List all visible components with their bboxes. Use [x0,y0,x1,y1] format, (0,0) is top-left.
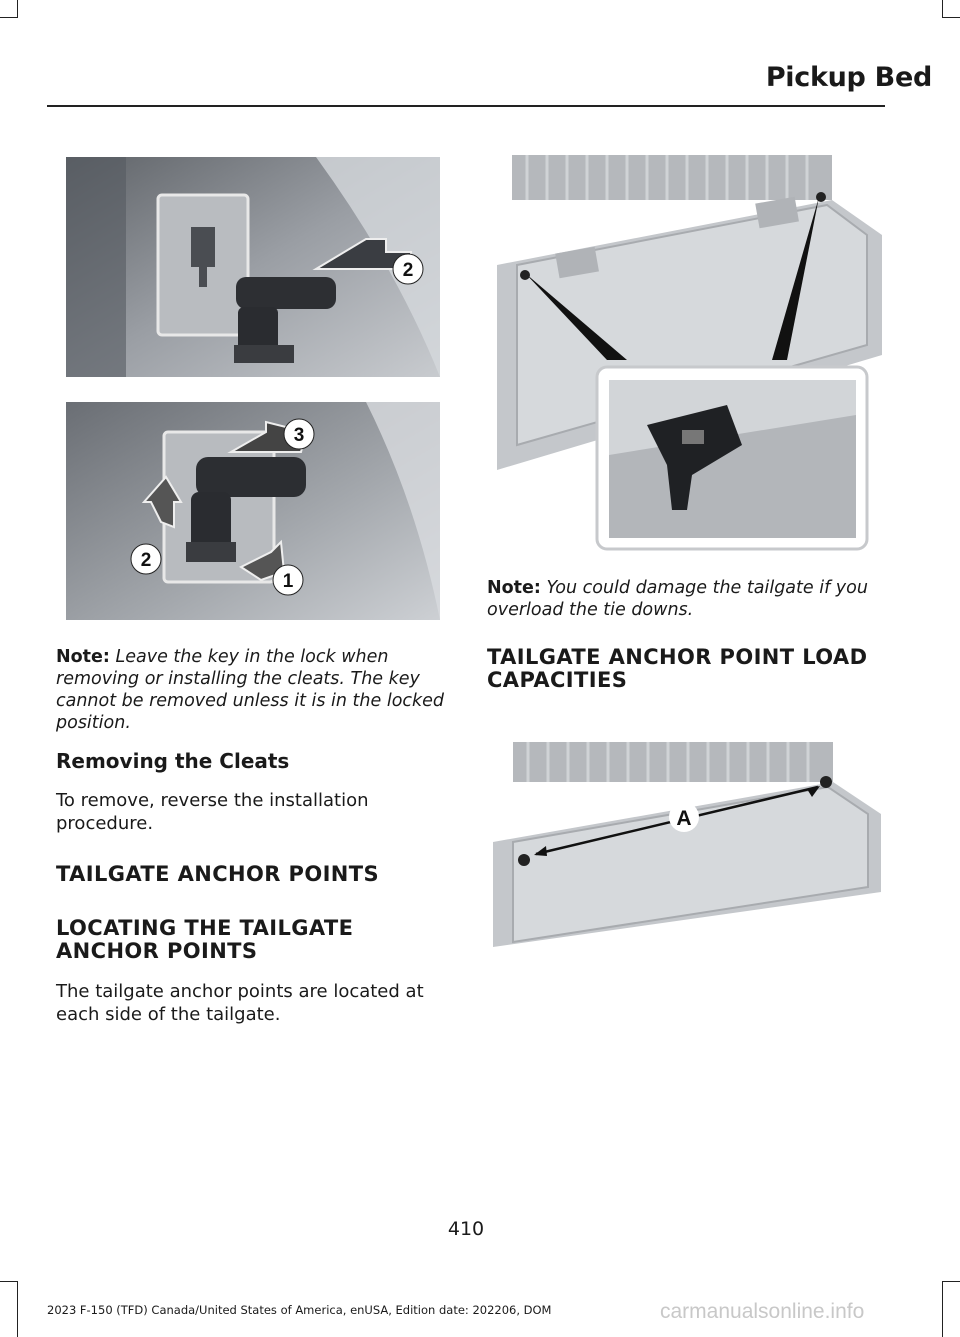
note-tie-downs: Note: You could damage the tailgate if y… [487,577,885,621]
callout-label: 1 [283,571,294,592]
watermark: carmanualsonline.info [660,1300,865,1323]
crop-mark [942,1281,943,1337]
crop-mark [17,1281,18,1337]
tailgate-load-figure: A [488,742,883,947]
note-label: Note: [487,578,541,598]
edition-footer: 2023 F-150 (TFD) Canada/United States of… [47,1303,552,1317]
tailgate-anchor-points-heading: TAILGATE ANCHOR POINTS [56,862,380,886]
page-title: Pickup Bed [765,62,932,93]
callout-label: 3 [294,425,305,446]
callout-label: A [676,807,691,830]
locating-anchor-points-text: The tailgate anchor points are located a… [56,981,424,1025]
tailgate-anchor-figure [487,155,883,555]
page-number: 410 [447,1218,485,1240]
crop-mark [942,1281,960,1282]
removing-cleats-heading: Removing the Cleats [56,749,290,773]
header-rule [47,105,885,107]
note-label: Note: [56,647,110,667]
crop-mark [942,0,943,18]
locating-anchor-points-heading: LOCATING THE TAILGATE ANCHOR POINTS [56,916,354,963]
cleat-install-figure: 2 [66,157,440,377]
cleat-remove-figure: 3 2 1 [66,402,440,620]
note-text: Leave the key in the lock when removing … [56,647,445,733]
note-key-lock: Note: Leave the key in the lock when rem… [56,646,448,734]
load-capacities-heading: TAILGATE ANCHOR POINT LOAD CAPACITIES [487,645,868,692]
crop-mark [0,17,18,18]
crop-mark [942,17,960,18]
crop-mark [0,1281,18,1282]
removing-cleats-text: To remove, reverse the installation proc… [56,790,369,834]
note-text: You could damage the tailgate if you ove… [487,578,868,620]
callout-label: 2 [141,550,152,571]
crop-mark [17,0,18,18]
callout-label: 2 [403,260,414,281]
